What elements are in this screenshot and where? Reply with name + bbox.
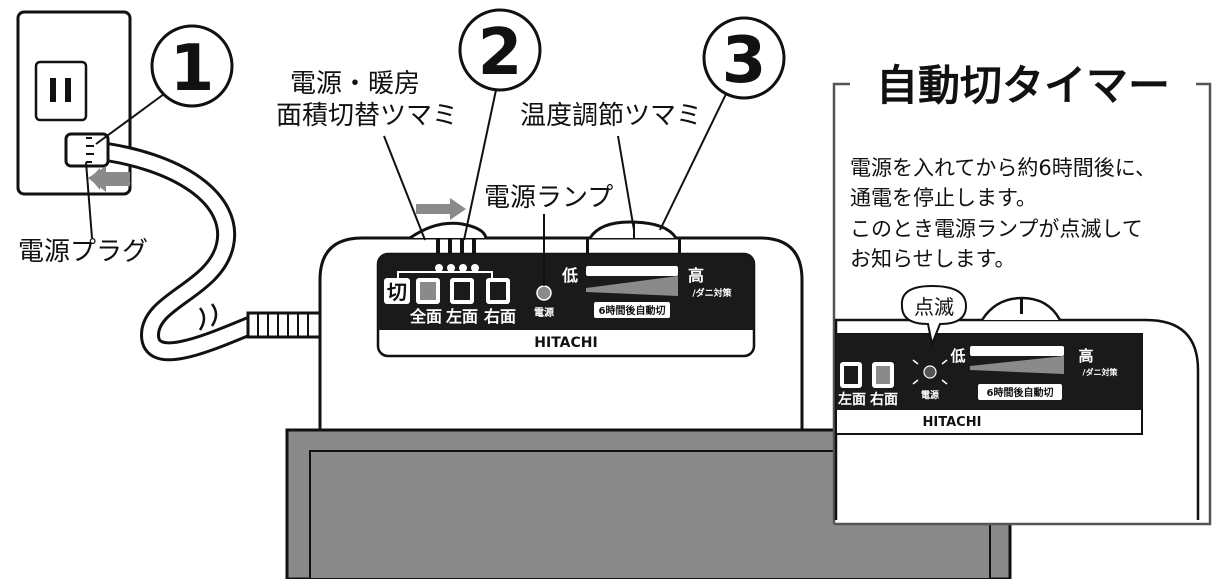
- full-label: 全面: [409, 307, 442, 326]
- inset-power-lamp: [923, 365, 937, 379]
- timer-badge: 6時間後自動切: [599, 304, 666, 317]
- step-2-badge: 2: [458, 8, 542, 92]
- inset-right-label: 右面: [869, 391, 898, 408]
- step-3-badge: 3: [702, 16, 786, 100]
- inset-brand: HITACHI: [923, 415, 982, 430]
- plug-label: 電源プラグ: [18, 237, 148, 267]
- blink-label: 点滅: [914, 295, 954, 319]
- power-lamp: [536, 285, 552, 301]
- left-label: 左面: [445, 307, 478, 326]
- timer-desc-line-4: お知らせします。: [850, 247, 1015, 271]
- right-label: 右面: [484, 307, 516, 326]
- inset-low-label: 低: [949, 347, 965, 365]
- switch-pins: [397, 238, 493, 280]
- power-lamp-label: 電源ランプ: [484, 183, 613, 213]
- timer-info-box: 自動切タイマー 電源を入れてから約6時間後に、 通電を停止します。 このとき電源…: [832, 61, 1212, 526]
- inset-high-label: 高: [1078, 347, 1093, 365]
- inset-mite-label: /ダニ対策: [1083, 367, 1119, 377]
- timer-desc-line-3: このとき電源ランプが点滅して: [850, 217, 1143, 241]
- temp-wedge: [586, 276, 678, 296]
- temp-knob-label: 温度調節ツマミ: [520, 101, 702, 131]
- inset-controller: 左面 右面 電源 低 高 /ダニ対策 6時間後自動切 HITACHI: [834, 296, 1200, 520]
- inset-timer-badge: 6時間後自動切: [987, 386, 1054, 399]
- high-label: 高: [688, 266, 704, 285]
- switch-label-line2: 面積切替ツマミ: [276, 101, 458, 131]
- slide-arrow-icon: [416, 198, 466, 220]
- switch-label-line1: 電源・暖房: [290, 69, 420, 99]
- inset-left-label: 左面: [837, 391, 866, 408]
- svg-text:1: 1: [170, 32, 215, 106]
- blink-bubble: 点滅: [900, 284, 968, 348]
- step-1-badge: 1: [150, 24, 234, 108]
- svg-text:3: 3: [722, 24, 767, 98]
- timer-title: 自動切タイマー: [876, 61, 1170, 110]
- power-label: 電源: [534, 306, 554, 319]
- timer-desc-line-2: 通電を停止します。: [850, 186, 1037, 210]
- control-panel: 切 全面 左面 右面 電源 低 高 /ダニ対策 6時間後自動切 HITACHI: [376, 238, 756, 358]
- insert-arrow-icon: [88, 166, 132, 192]
- low-label: 低: [561, 266, 578, 285]
- mite-label: /ダニ対策: [692, 287, 732, 299]
- off-box: [384, 278, 410, 304]
- off-label: 切: [387, 280, 407, 304]
- inset-power-label: 電源: [921, 389, 939, 401]
- power-cord: [82, 140, 262, 362]
- brand-logo: HITACHI: [534, 335, 597, 351]
- svg-text:2: 2: [478, 16, 523, 90]
- timer-desc-line-1: 電源を入れてから約6時間後に、: [850, 156, 1156, 180]
